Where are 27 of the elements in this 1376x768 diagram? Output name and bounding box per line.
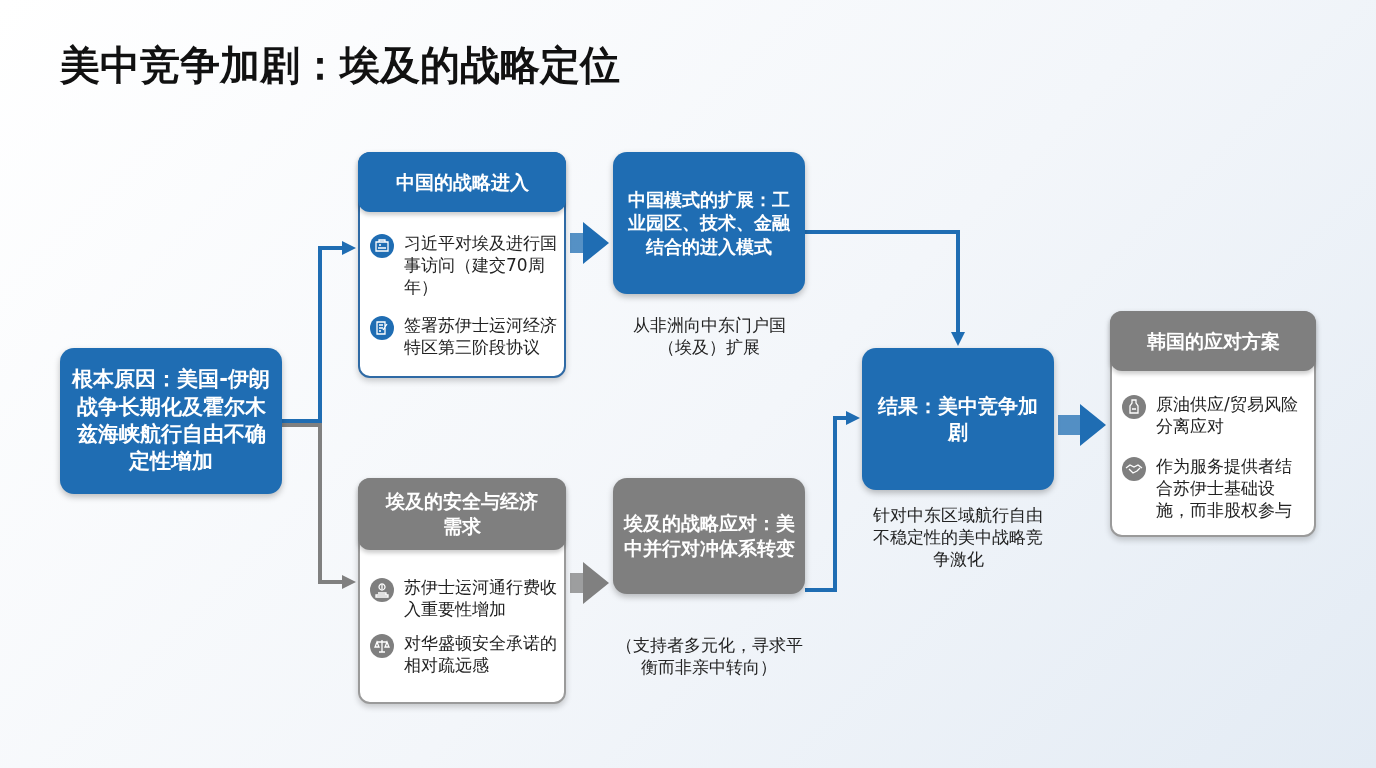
card [358, 478, 566, 704]
bullet-text: 原油供应/贸易风险分离应对 [1156, 393, 1299, 438]
node-label: 从非洲向中东门户国（埃及）扩展 [631, 314, 787, 359]
bullet-text: 作为服务提供者结合苏伊士基础设施，而非股权参与 [1156, 455, 1293, 522]
block-arrow [570, 222, 609, 264]
connector-arrow [282, 241, 356, 423]
bullet-text: 对华盛顿安全承诺的相对疏远感 [404, 632, 558, 677]
bullet-text: 苏伊士运河通行费收入重要性增加 [404, 576, 558, 621]
process-box: 埃及的战略应对：美中并行对冲体系转变 [613, 478, 805, 594]
card-header: 埃及的安全与经济需求 [358, 478, 566, 550]
card-header: 中国的战略进入 [358, 152, 566, 212]
card [358, 152, 566, 378]
bullet-text: 习近平对埃及进行国事访问（建交70周年） [404, 232, 558, 299]
connector-arrow [282, 423, 356, 589]
bullet-text: 签署苏伊士运河经济特区第三阶段协议 [404, 314, 558, 359]
process-box: 中国模式的扩展：工业园区、技术、金融结合的进入模式 [613, 152, 805, 294]
process-box: 结果：美中竞争加剧 [862, 348, 1054, 490]
node-label: 针对中东区域航行自由不稳定性的美中战略竞争激化 [872, 504, 1044, 571]
block-arrow [1058, 404, 1106, 446]
process-box: 根本原因：美国-伊朗战争长期化及霍尔木兹海峡航行自由不确定性增加 [60, 348, 282, 494]
card-header: 韩国的应对方案 [1110, 311, 1316, 371]
connector-arrow [805, 411, 860, 592]
card [1110, 311, 1316, 537]
title: 美中竞争加剧：埃及的战略定位 [60, 41, 620, 90]
block-arrow [570, 562, 609, 604]
connector-arrow [805, 230, 965, 346]
node-label: （支持者多元化，寻求平衡而非亲中转向） [614, 634, 804, 679]
